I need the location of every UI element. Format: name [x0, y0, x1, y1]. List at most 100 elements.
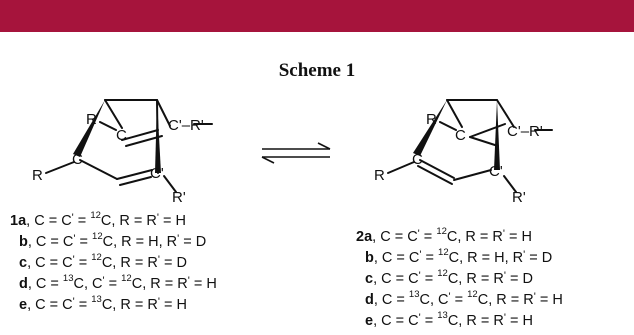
prime-mark: ' — [417, 228, 420, 240]
caption-text: C, R = R — [131, 276, 188, 292]
label-r-prime: R' — [512, 189, 526, 206]
label-c-prime-r-prime: C'–R' — [168, 117, 204, 134]
caption-sep: , — [27, 255, 36, 271]
caption-text: = — [75, 234, 93, 250]
label-r: R — [426, 111, 437, 128]
isotope-mass: 12 — [437, 268, 448, 280]
caption-text: C, R = R — [447, 271, 504, 287]
caption-text: C = C — [380, 229, 418, 245]
caption-text: = D — [505, 271, 533, 287]
caption-text: = — [420, 313, 438, 329]
caption-text: C = C — [34, 213, 72, 229]
compound-label: c — [19, 255, 28, 271]
caption-text: = D — [159, 255, 187, 271]
prime-mark: ' — [72, 254, 75, 266]
caption-text: = D — [525, 250, 553, 266]
caption-text: C, C — [419, 292, 449, 308]
caption-text: C, R = R — [446, 229, 503, 245]
caption-text: C = C — [381, 313, 419, 329]
label-c: C — [455, 127, 466, 144]
prime-mark: ' — [156, 212, 159, 224]
caption-sep: , — [373, 292, 382, 308]
compound-label: d — [19, 276, 28, 292]
compound-label: d — [365, 292, 374, 308]
prime-mark: ' — [71, 212, 74, 224]
label-c-prime: C' — [150, 165, 164, 182]
label-r-prime: R' — [172, 189, 186, 206]
prime-mark: ' — [73, 233, 76, 245]
caption-row: b, C = C' = 12C, R = H, R' = D — [10, 232, 217, 253]
compound-label: b — [365, 250, 374, 266]
caption-row: d, C = 13C, C' = 12C, R = R' = H — [356, 290, 563, 311]
prime-mark: ' — [157, 296, 160, 308]
caption-row: 2a, C = C' = 12C, R = R' = H — [356, 227, 563, 248]
caption-text: = H — [505, 313, 533, 329]
caption-row: e, C = C' = 13C, R = R' = H — [10, 295, 217, 316]
prime-mark: ' — [503, 270, 506, 282]
caption-text: C, R = H, R — [102, 234, 178, 250]
caption-text: = — [450, 292, 468, 308]
compound-label: e — [365, 313, 374, 329]
equilibrium-arrow — [261, 142, 331, 164]
isotope-mass: 12 — [467, 289, 478, 301]
prime-mark: ' — [448, 291, 451, 303]
prime-mark: ' — [418, 312, 421, 324]
caption-text: = — [73, 213, 91, 229]
label-c: C — [412, 151, 423, 168]
isotope-mass: 13 — [91, 294, 102, 306]
prime-mark: ' — [72, 296, 75, 308]
prime-mark: ' — [503, 312, 506, 324]
label-c-prime-r-prime: C'–R' — [507, 123, 543, 140]
caption-sep: , — [27, 297, 36, 313]
caption-text: = — [419, 229, 437, 245]
caption-text: = H — [189, 276, 217, 292]
compound-label: 1a — [10, 213, 27, 229]
prime-mark: ' — [187, 275, 190, 287]
compound-label: 2a — [356, 229, 373, 245]
caption-list-1: 1a, C = C' = 12C, R = R' = H b, C = C' =… — [10, 211, 217, 316]
caption-row: 1a, C = C' = 12C, R = R' = H — [10, 211, 217, 232]
caption-text: C, R = H, R — [448, 250, 524, 266]
caption-text: C = C — [35, 255, 73, 271]
label-c: C — [72, 151, 83, 168]
caption-sep: , — [373, 250, 382, 266]
caption-row: c, C = C' = 12C, R = R' = D — [356, 269, 563, 290]
caption-text: = H — [535, 292, 563, 308]
prime-mark: ' — [523, 249, 526, 261]
caption-row: e, C = C' = 13C, R = R' = H — [356, 311, 563, 332]
isotope-mass: 13 — [437, 310, 448, 322]
caption-sep: , — [373, 271, 382, 287]
isotope-mass: 12 — [91, 252, 102, 264]
caption-text: C = C — [381, 250, 420, 266]
compound-label: e — [19, 297, 28, 313]
caption-text: = D — [179, 234, 207, 250]
caption-text: C = C — [35, 234, 74, 250]
isotope-mass: 12 — [436, 226, 447, 238]
caption-text: = — [74, 297, 92, 313]
caption-sep: , — [27, 276, 36, 292]
caption-text: C = C — [381, 271, 419, 287]
caption-text: = H — [159, 213, 186, 229]
caption-text: C, R = R — [101, 297, 158, 313]
caption-text: C, R = R — [100, 213, 157, 229]
header-banner — [0, 0, 634, 32]
caption-text: C, R = R — [477, 292, 534, 308]
caption-row: c, C = C' = 12C, R = R' = D — [10, 253, 217, 274]
caption-text: C = C — [35, 297, 73, 313]
caption-text: C = — [381, 292, 409, 308]
isotope-mass: 12 — [90, 210, 101, 222]
caption-text: = — [420, 271, 438, 287]
caption-row: d, C = 13C, C' = 12C, R = R' = H — [10, 274, 217, 295]
caption-sep: , — [27, 234, 36, 250]
caption-text: = — [104, 276, 122, 292]
caption-list-2: 2a, C = C' = 12C, R = R' = H b, C = C' =… — [356, 227, 563, 332]
caption-text: = — [74, 255, 92, 271]
prime-mark: ' — [502, 228, 505, 240]
prime-mark: ' — [418, 270, 421, 282]
prime-mark: ' — [177, 233, 180, 245]
isotope-mass: 12 — [92, 231, 103, 243]
isotope-mass: 12 — [438, 247, 449, 259]
caption-sep: , — [372, 229, 381, 245]
